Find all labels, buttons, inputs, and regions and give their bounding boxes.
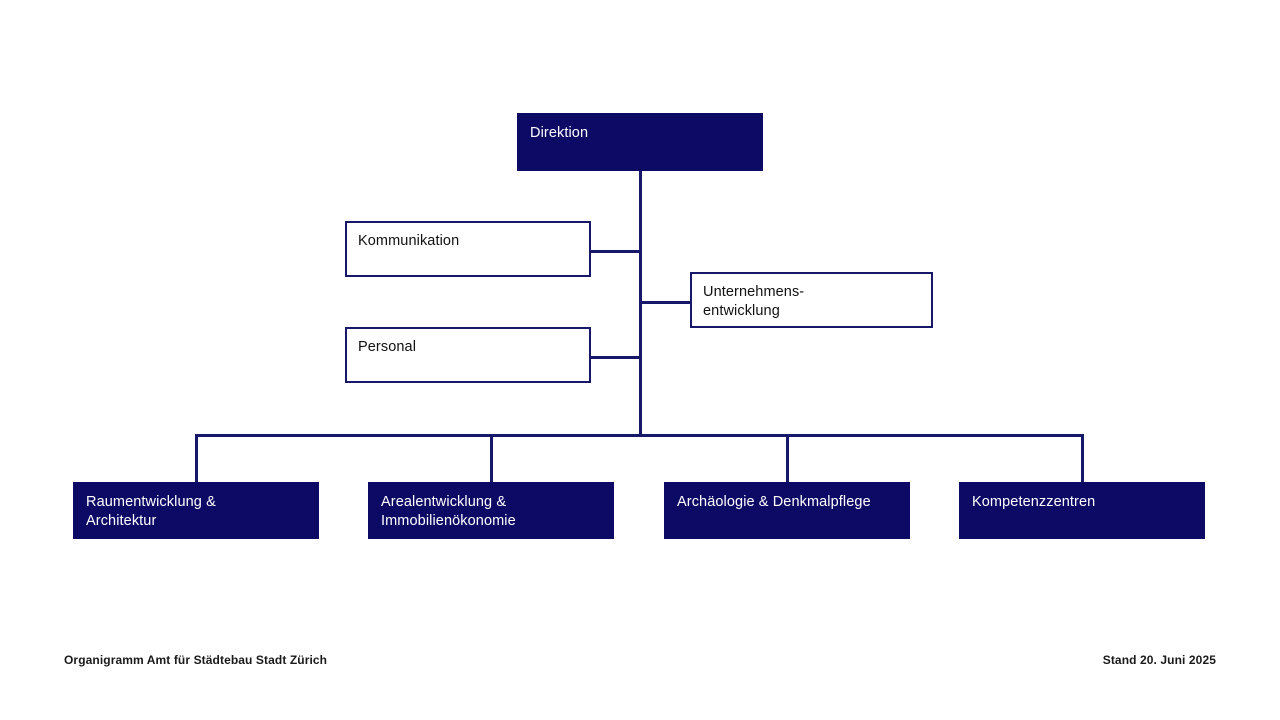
connector-drop-archaeologie (786, 434, 789, 482)
node-personal-label: Personal (358, 339, 417, 355)
footer-date: Stand 20. Juni 2025 (1102, 653, 1216, 667)
node-direktion[interactable]: Direktion (517, 113, 763, 171)
node-raumentwicklung-architektur-label: Raumentwicklung & Architektur (86, 494, 216, 529)
node-arealentwicklung-immobilienoekonomie[interactable]: Arealentwicklung & Immobilienökonomie (368, 482, 614, 539)
node-kompetenzzentren[interactable]: Kompetenzzentren (959, 482, 1205, 539)
connector-bus-bottom (195, 434, 1084, 437)
node-direktion-label: Direktion (530, 125, 589, 141)
node-arealentwicklung-immobilienoekonomie-label: Arealentwicklung & Immobilienökonomie (381, 494, 516, 529)
node-unternehmensentwicklung[interactable]: Unternehmens- entwicklung (690, 272, 933, 328)
connector-drop-kompetenzzentren (1081, 434, 1084, 482)
connector-to-personal (589, 356, 641, 359)
connector-drop-raumentwicklung (195, 434, 198, 482)
node-archaeologie-denkmalpflege[interactable]: Archäologie & Denkmalpflege (664, 482, 910, 539)
connector-drop-arealentwicklung (490, 434, 493, 482)
node-unternehmensentwicklung-label: Unternehmens- entwicklung (703, 284, 805, 319)
connector-to-unternehmensentwicklung (639, 301, 692, 304)
node-kommunikation[interactable]: Kommunikation (345, 221, 591, 277)
node-personal[interactable]: Personal (345, 327, 591, 383)
node-raumentwicklung-architektur[interactable]: Raumentwicklung & Architektur (73, 482, 319, 539)
node-kompetenzzentren-label: Kompetenzzentren (972, 494, 1096, 510)
connector-to-kommunikation (589, 250, 641, 253)
footer-title: Organigramm Amt für Städtebau Stadt Züri… (64, 653, 328, 667)
node-kommunikation-label: Kommunikation (358, 233, 460, 249)
node-archaeologie-denkmalpflege-label: Archäologie & Denkmalpflege (677, 494, 871, 510)
